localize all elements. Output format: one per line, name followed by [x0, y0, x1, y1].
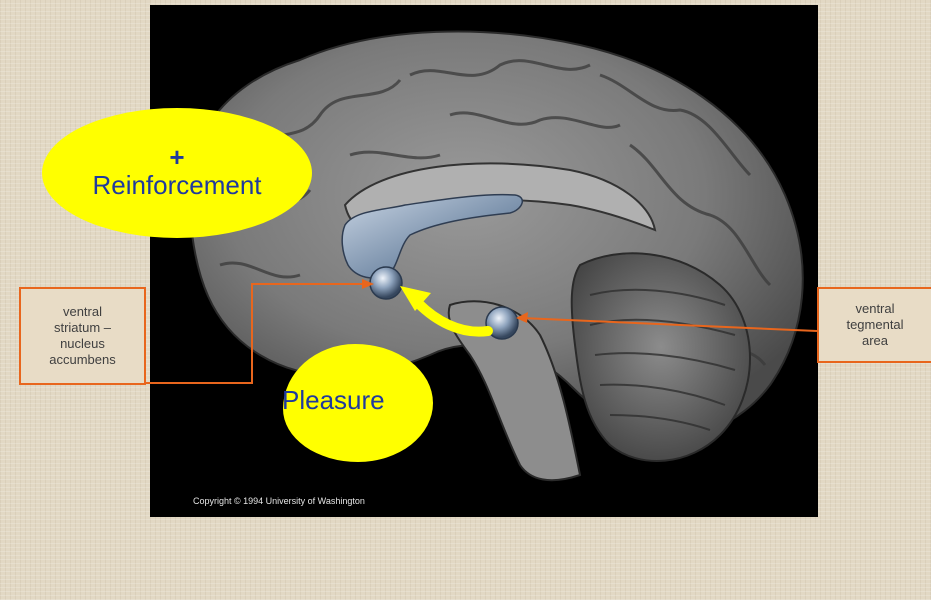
callout-line: area: [846, 333, 903, 349]
callout-line: accumbens: [49, 352, 115, 368]
reinforcement-label: Reinforcement: [92, 169, 261, 201]
callout-line: ventral: [846, 301, 903, 317]
brain-sagittal-illustration: [150, 5, 818, 517]
ventral-tegmental-area-callout: ventral tegmental area: [817, 287, 931, 363]
callout-line: tegmental: [846, 317, 903, 333]
callout-line: nucleus: [49, 336, 115, 352]
nucleus-accumbens-marker: [370, 267, 402, 299]
pleasure-label: Pleasure: [282, 385, 385, 415]
reinforcement-ellipse: + Reinforcement: [42, 108, 312, 238]
brain-photo: Copyright © 1994 University of Washingto…: [150, 5, 818, 517]
callout-line: striatum –: [49, 320, 115, 336]
plus-sign: +: [169, 145, 184, 169]
ventral-striatum-callout: ventral striatum – nucleus accumbens: [19, 287, 146, 385]
callout-line: ventral: [49, 304, 115, 320]
copyright-notice: Copyright © 1994 University of Washingto…: [193, 496, 365, 506]
